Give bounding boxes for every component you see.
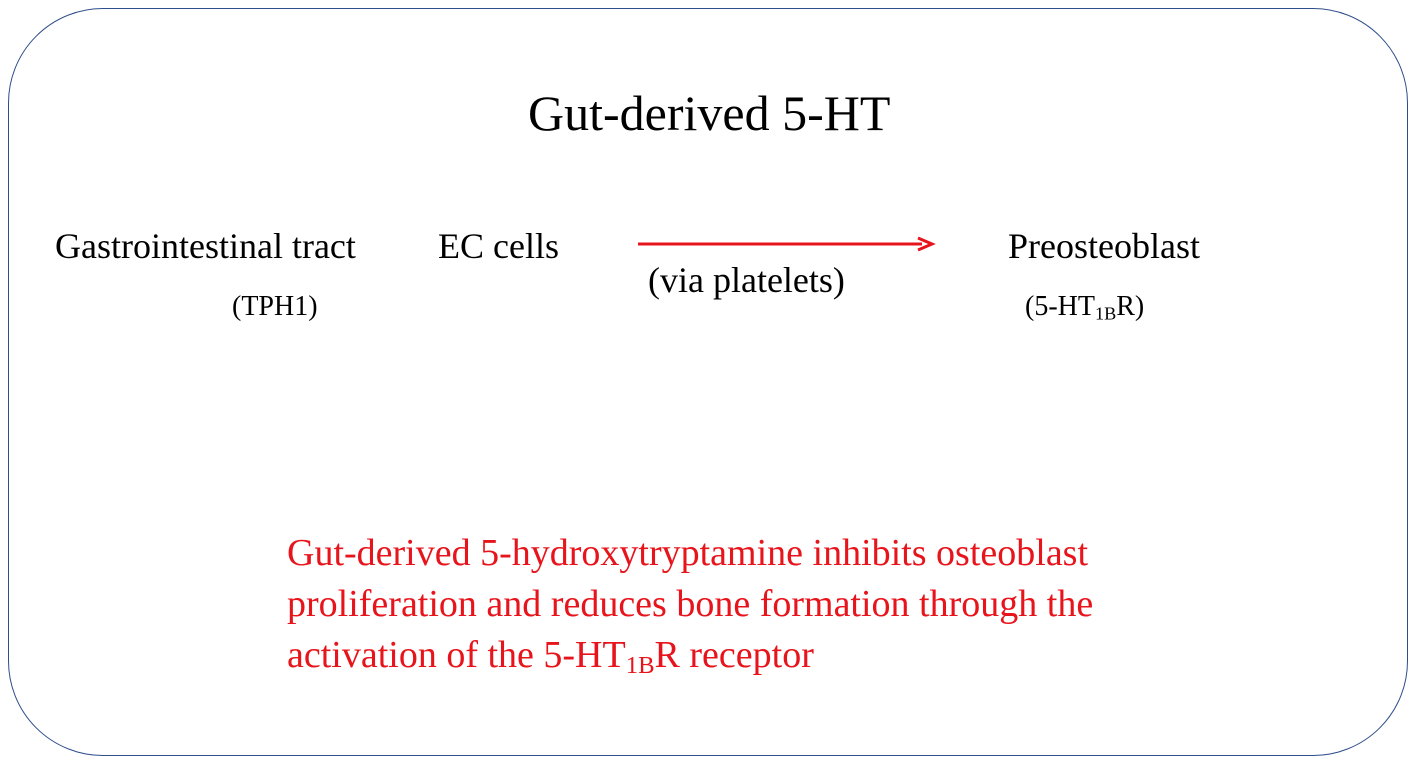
receptor-prefix: (5-HT: [1025, 291, 1095, 322]
source-label: Gastrointestinal tract: [55, 226, 356, 266]
receptor-suffix: R): [1116, 291, 1145, 322]
receptor-subscript: 1B: [1094, 303, 1117, 324]
summary-text: Gut-derived 5-hydroxytryptamine inhibits…: [287, 528, 1093, 681]
summary-line-3-suffix: R receptor: [654, 634, 814, 676]
summary-subscript: 1B: [625, 652, 655, 680]
source-enzyme: (TPH1): [232, 291, 318, 322]
diagram-title: Gut-derived 5-HT: [528, 85, 891, 141]
summary-line-3-prefix: activation of the 5-HT: [287, 634, 626, 676]
target-receptor: (5-HT1BR): [1025, 291, 1145, 324]
diagram-frame: [8, 8, 1408, 756]
arrow-head: [917, 236, 936, 252]
summary-line-2: proliferation and reduces bone formation…: [287, 583, 1094, 625]
summary-line-1: Gut-derived 5-hydroxytryptamine inhibits…: [287, 532, 1089, 574]
transport-label: (via platelets): [648, 260, 845, 300]
summary-line-3: activation of the 5-HT1BR receptor: [287, 630, 1093, 681]
cell-label: EC cells: [438, 226, 559, 266]
target-label: Preosteoblast: [1008, 226, 1200, 266]
arrow-icon: [638, 236, 936, 252]
